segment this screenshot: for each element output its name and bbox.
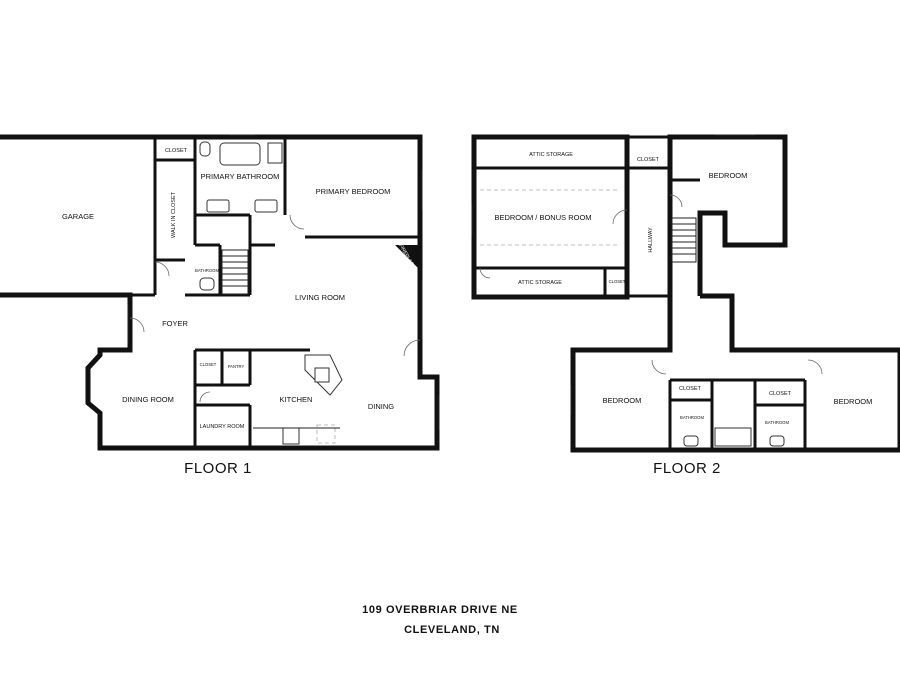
room-label-hallway: HALLWAY <box>648 227 654 253</box>
door-arc <box>669 194 683 208</box>
address-line-1: 109 OVERBRIAR DRIVE NE <box>362 604 518 616</box>
room-label-bedroom-top: BEDROOM <box>709 171 748 180</box>
toilet <box>199 141 211 157</box>
room-label-attic-storage-bottom: ATTIC STORAGE <box>518 280 562 286</box>
room-label-closet: CLOSET <box>165 148 188 154</box>
room-label-closet-small: CLOSET <box>609 279 626 284</box>
room-label-bathroom-left: BATHROOM <box>680 415 704 420</box>
door-arc <box>612 209 628 225</box>
room-label-kitchen: KITCHEN <box>280 395 313 404</box>
staircase-2 <box>671 217 697 263</box>
room-label-bathroom-right: BATHROOM <box>765 420 789 425</box>
range <box>282 427 300 445</box>
floor2-upper-exterior <box>667 134 788 296</box>
floor-1-title: FLOOR 1 <box>184 460 252 477</box>
tub <box>714 427 752 447</box>
door-arc <box>807 359 823 375</box>
room-label-primary-bedroom: PRIMARY BEDROOM <box>316 187 391 196</box>
room-label-laundry-room: LAUNDRY ROOM <box>200 424 245 430</box>
room-label-living-room: LIVING ROOM <box>295 293 345 302</box>
room-label-closet-mid-left: CLOSET <box>679 386 702 392</box>
appliance-space <box>316 424 336 444</box>
room-label-closet-2: CLOSET <box>200 362 217 367</box>
kitchen-sink <box>314 367 330 383</box>
address-line-2: CLEVELAND, TN <box>404 624 500 636</box>
toilet <box>683 435 699 447</box>
toilet <box>769 435 785 447</box>
door-arc <box>154 261 170 277</box>
room-label-walk-in-closet: WALK IN CLOSET <box>171 191 177 238</box>
door-arc <box>129 317 145 333</box>
door-arc <box>479 267 491 279</box>
room-label-bathroom: BATHROOM <box>195 268 219 273</box>
door-arc <box>651 359 667 375</box>
room-label-dining-room: DINING ROOM <box>122 395 174 404</box>
floor2-lower-exterior <box>570 293 900 453</box>
room-label-bedroom-left: BEDROOM <box>603 396 642 405</box>
floor-2-plan: ATTIC STORAGE CLOSET BEDROOM BEDROOM / B… <box>471 134 900 477</box>
door-arc <box>199 391 211 403</box>
room-label-dining: DINING <box>368 402 394 411</box>
floor1-exterior-wall <box>0 134 440 451</box>
floor-2-title: FLOOR 2 <box>653 460 721 477</box>
bathtub <box>219 142 261 166</box>
room-label-bonus-room: BEDROOM / BONUS ROOM <box>494 213 591 222</box>
staircase <box>221 249 249 295</box>
door-arc <box>403 339 421 357</box>
room-label-garage: GARAGE <box>62 212 94 221</box>
room-label-pantry: PANTRY <box>228 364 245 369</box>
door-arc <box>289 214 305 230</box>
sink <box>254 199 278 213</box>
fireplace-shape <box>395 245 420 270</box>
attic-bonus-block <box>471 134 630 300</box>
room-label-closet-mid-right: CLOSET <box>769 391 792 397</box>
toilet <box>199 277 215 291</box>
floor-1-plan: GARAGE CLOSET PRIMARY BATHROOM PRIMARY B… <box>0 134 440 477</box>
room-label-primary-bathroom: PRIMARY BATHROOM <box>201 172 280 181</box>
room-label-bedroom-right: BEDROOM <box>834 397 873 406</box>
sink <box>206 199 230 213</box>
room-label-foyer: FOYER <box>162 319 188 328</box>
room-label-attic-storage-top: ATTIC STORAGE <box>529 152 573 158</box>
shower <box>267 142 283 164</box>
room-label-closet-top: CLOSET <box>637 157 660 163</box>
